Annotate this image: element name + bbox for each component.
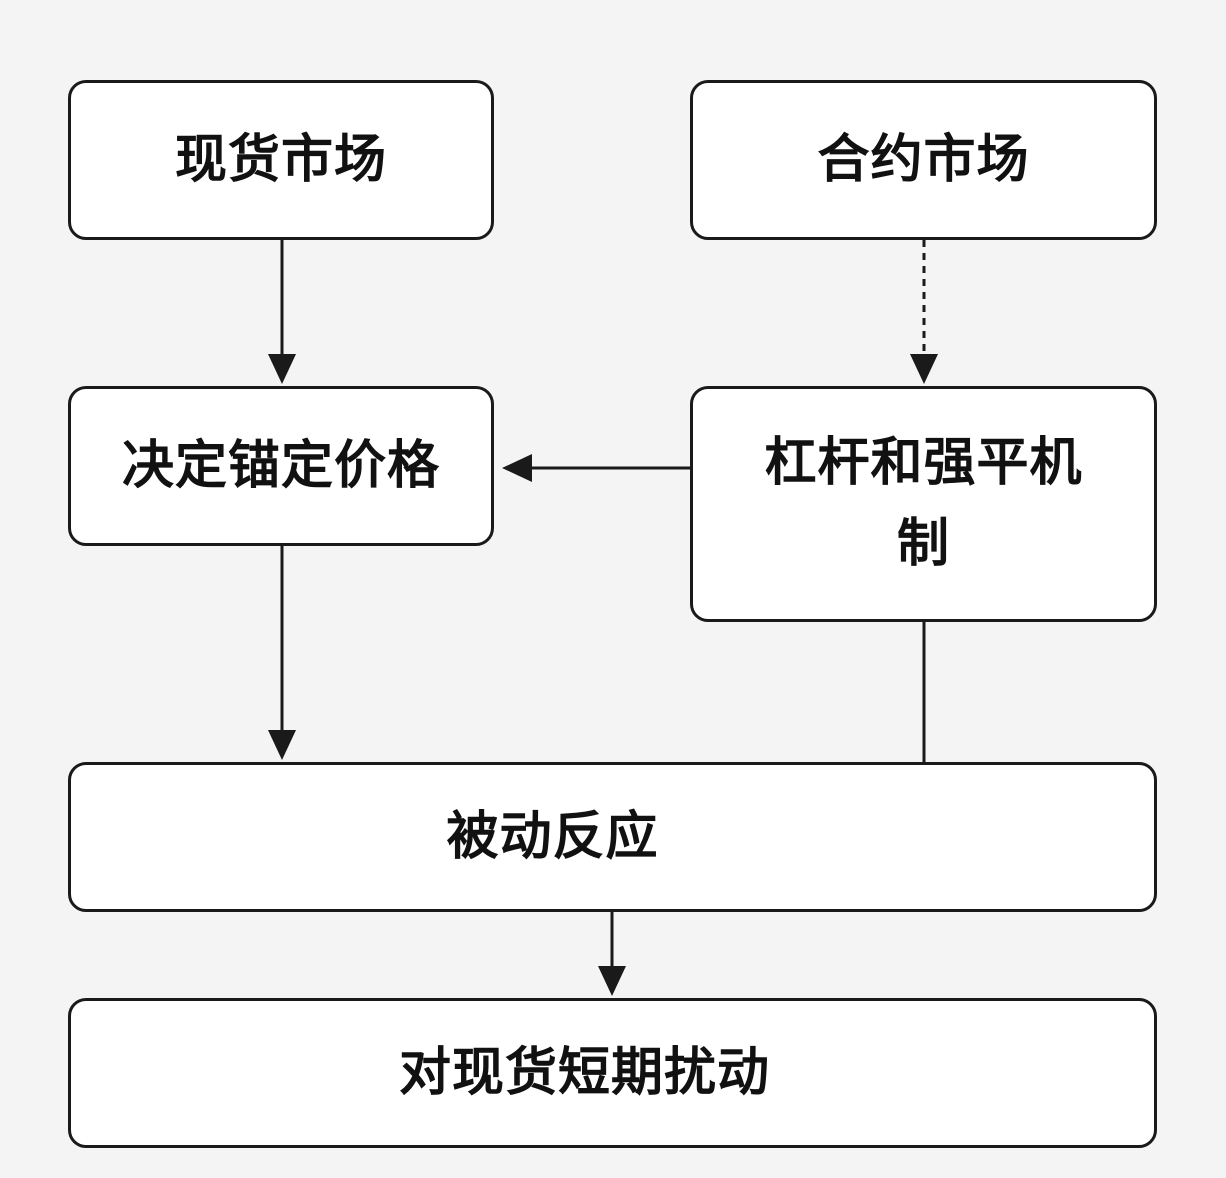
anchor-price-node: 决定锚定价格: [68, 386, 494, 546]
contract-market-node: 合约市场: [690, 80, 1157, 240]
arrowhead-anchor-top: [268, 354, 296, 384]
arrowhead-anchor-right: [502, 454, 532, 482]
arrowhead-passive-top: [268, 730, 296, 760]
arrowhead-disturb-top: [598, 966, 626, 996]
contract-market-label: 合约市场: [817, 129, 1030, 190]
arrowhead-leverage-top: [910, 354, 938, 384]
short-term-disturbance-label: 对现货短期扰动: [398, 1042, 770, 1103]
leverage-liquidation-node: 杠杆和强平机制: [690, 386, 1157, 622]
short-term-disturbance-node: 对现货短期扰动: [68, 998, 1157, 1148]
spot-market-node: 现货市场: [68, 80, 494, 240]
passive-reaction-node: 被动反应: [68, 762, 1157, 912]
leverage-liquidation-label: 杠杆和强平机制: [764, 433, 1083, 574]
spot-market-label: 现货市场: [174, 129, 387, 190]
passive-reaction-label: 被动反应: [446, 806, 659, 867]
anchor-price-label: 决定锚定价格: [121, 435, 440, 496]
